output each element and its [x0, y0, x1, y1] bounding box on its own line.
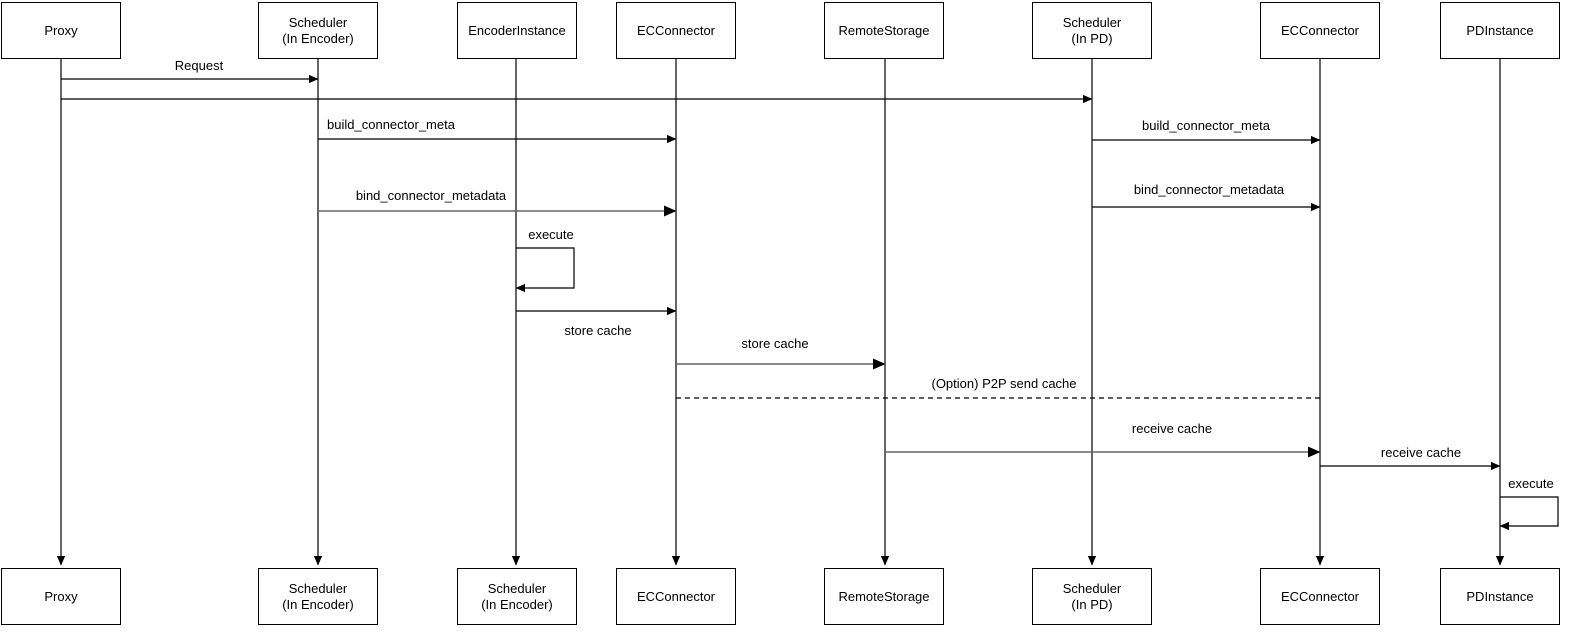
participant-bottom-label-proxy_b: Proxy: [44, 588, 78, 604]
message-label-m8: store cache: [741, 336, 809, 351]
participant-top-label-sched_enc: Scheduler (In Encoder): [282, 14, 354, 46]
self-message-label-s1: execute: [528, 227, 574, 242]
participant-bottom-remote_b[interactable]: RemoteStorage: [824, 568, 944, 625]
participant-top-ecc_pd[interactable]: ECConnector: [1260, 2, 1380, 59]
participant-bottom-sched_enc_b[interactable]: Scheduler (In Encoder): [258, 568, 378, 625]
participant-top-label-ecc_pd: ECConnector: [1280, 22, 1360, 38]
participant-bottom-label-ecc_enc_b: ECConnector: [636, 588, 716, 604]
participant-bottom-ecc_pd_b[interactable]: ECConnector: [1260, 568, 1380, 625]
participant-bottom-sched_pd_b[interactable]: Scheduler (In PD): [1032, 568, 1152, 625]
participant-bottom-label-pd_inst_b: PDInstance: [1466, 588, 1534, 604]
message-label-m4: build_connector_meta: [1142, 118, 1270, 133]
participant-bottom-label-sched_enc_b: Scheduler (In Encoder): [282, 580, 354, 612]
participant-bottom-pd_inst_b[interactable]: PDInstance: [1440, 568, 1560, 625]
participant-top-enc_inst[interactable]: EncoderInstance: [457, 2, 577, 59]
participant-top-label-enc_inst: EncoderInstance: [468, 22, 566, 38]
participant-top-remote[interactable]: RemoteStorage: [824, 2, 944, 59]
participant-bottom-label-sched_pd_b: Scheduler (In PD): [1062, 580, 1122, 612]
participant-bottom-enc_inst_b[interactable]: Scheduler (In Encoder): [457, 568, 577, 625]
participant-top-pd_inst[interactable]: PDInstance: [1440, 2, 1560, 59]
participant-top-label-proxy: Proxy: [44, 22, 78, 38]
participant-bottom-ecc_enc_b[interactable]: ECConnector: [616, 568, 736, 625]
participant-top-sched_enc[interactable]: Scheduler (In Encoder): [258, 2, 378, 59]
participant-top-label-sched_pd: Scheduler (In PD): [1062, 14, 1122, 46]
self-message-loop-s1: [515, 247, 575, 293]
participant-bottom-label-remote_b: RemoteStorage: [838, 588, 930, 604]
participant-top-ecc_enc[interactable]: ECConnector: [616, 2, 736, 59]
participant-bottom-proxy_b[interactable]: Proxy: [1, 568, 121, 625]
participant-top-sched_pd[interactable]: Scheduler (In PD): [1032, 2, 1152, 59]
message-label-m3: build_connector_meta: [327, 117, 455, 132]
message-label-m7: store cache: [564, 323, 632, 338]
message-label-m11: receive cache: [1380, 445, 1462, 460]
participant-top-label-remote: RemoteStorage: [838, 22, 930, 38]
participant-top-label-ecc_enc: ECConnector: [636, 22, 716, 38]
message-label-m9: (Option) P2P send cache: [931, 376, 1077, 391]
participant-top-proxy[interactable]: Proxy: [1, 2, 121, 59]
messages-group: [61, 74, 1501, 471]
self-message-loop-s2: [1499, 496, 1559, 531]
participant-bottom-label-ecc_pd_b: ECConnector: [1280, 588, 1360, 604]
lifelines-group: [56, 59, 1505, 566]
participant-bottom-label-enc_inst_b: Scheduler (In Encoder): [481, 580, 553, 612]
self-message-label-s2: execute: [1508, 476, 1554, 491]
message-label-m1: Request: [174, 58, 224, 73]
participant-top-label-pd_inst: PDInstance: [1466, 22, 1534, 38]
message-label-m10: receive cache: [1131, 421, 1213, 436]
self-messages-group: [515, 247, 1559, 531]
message-label-m6: bind_connector_metadata: [1133, 182, 1285, 197]
message-label-m5: bind_connector_metadata: [355, 188, 507, 203]
